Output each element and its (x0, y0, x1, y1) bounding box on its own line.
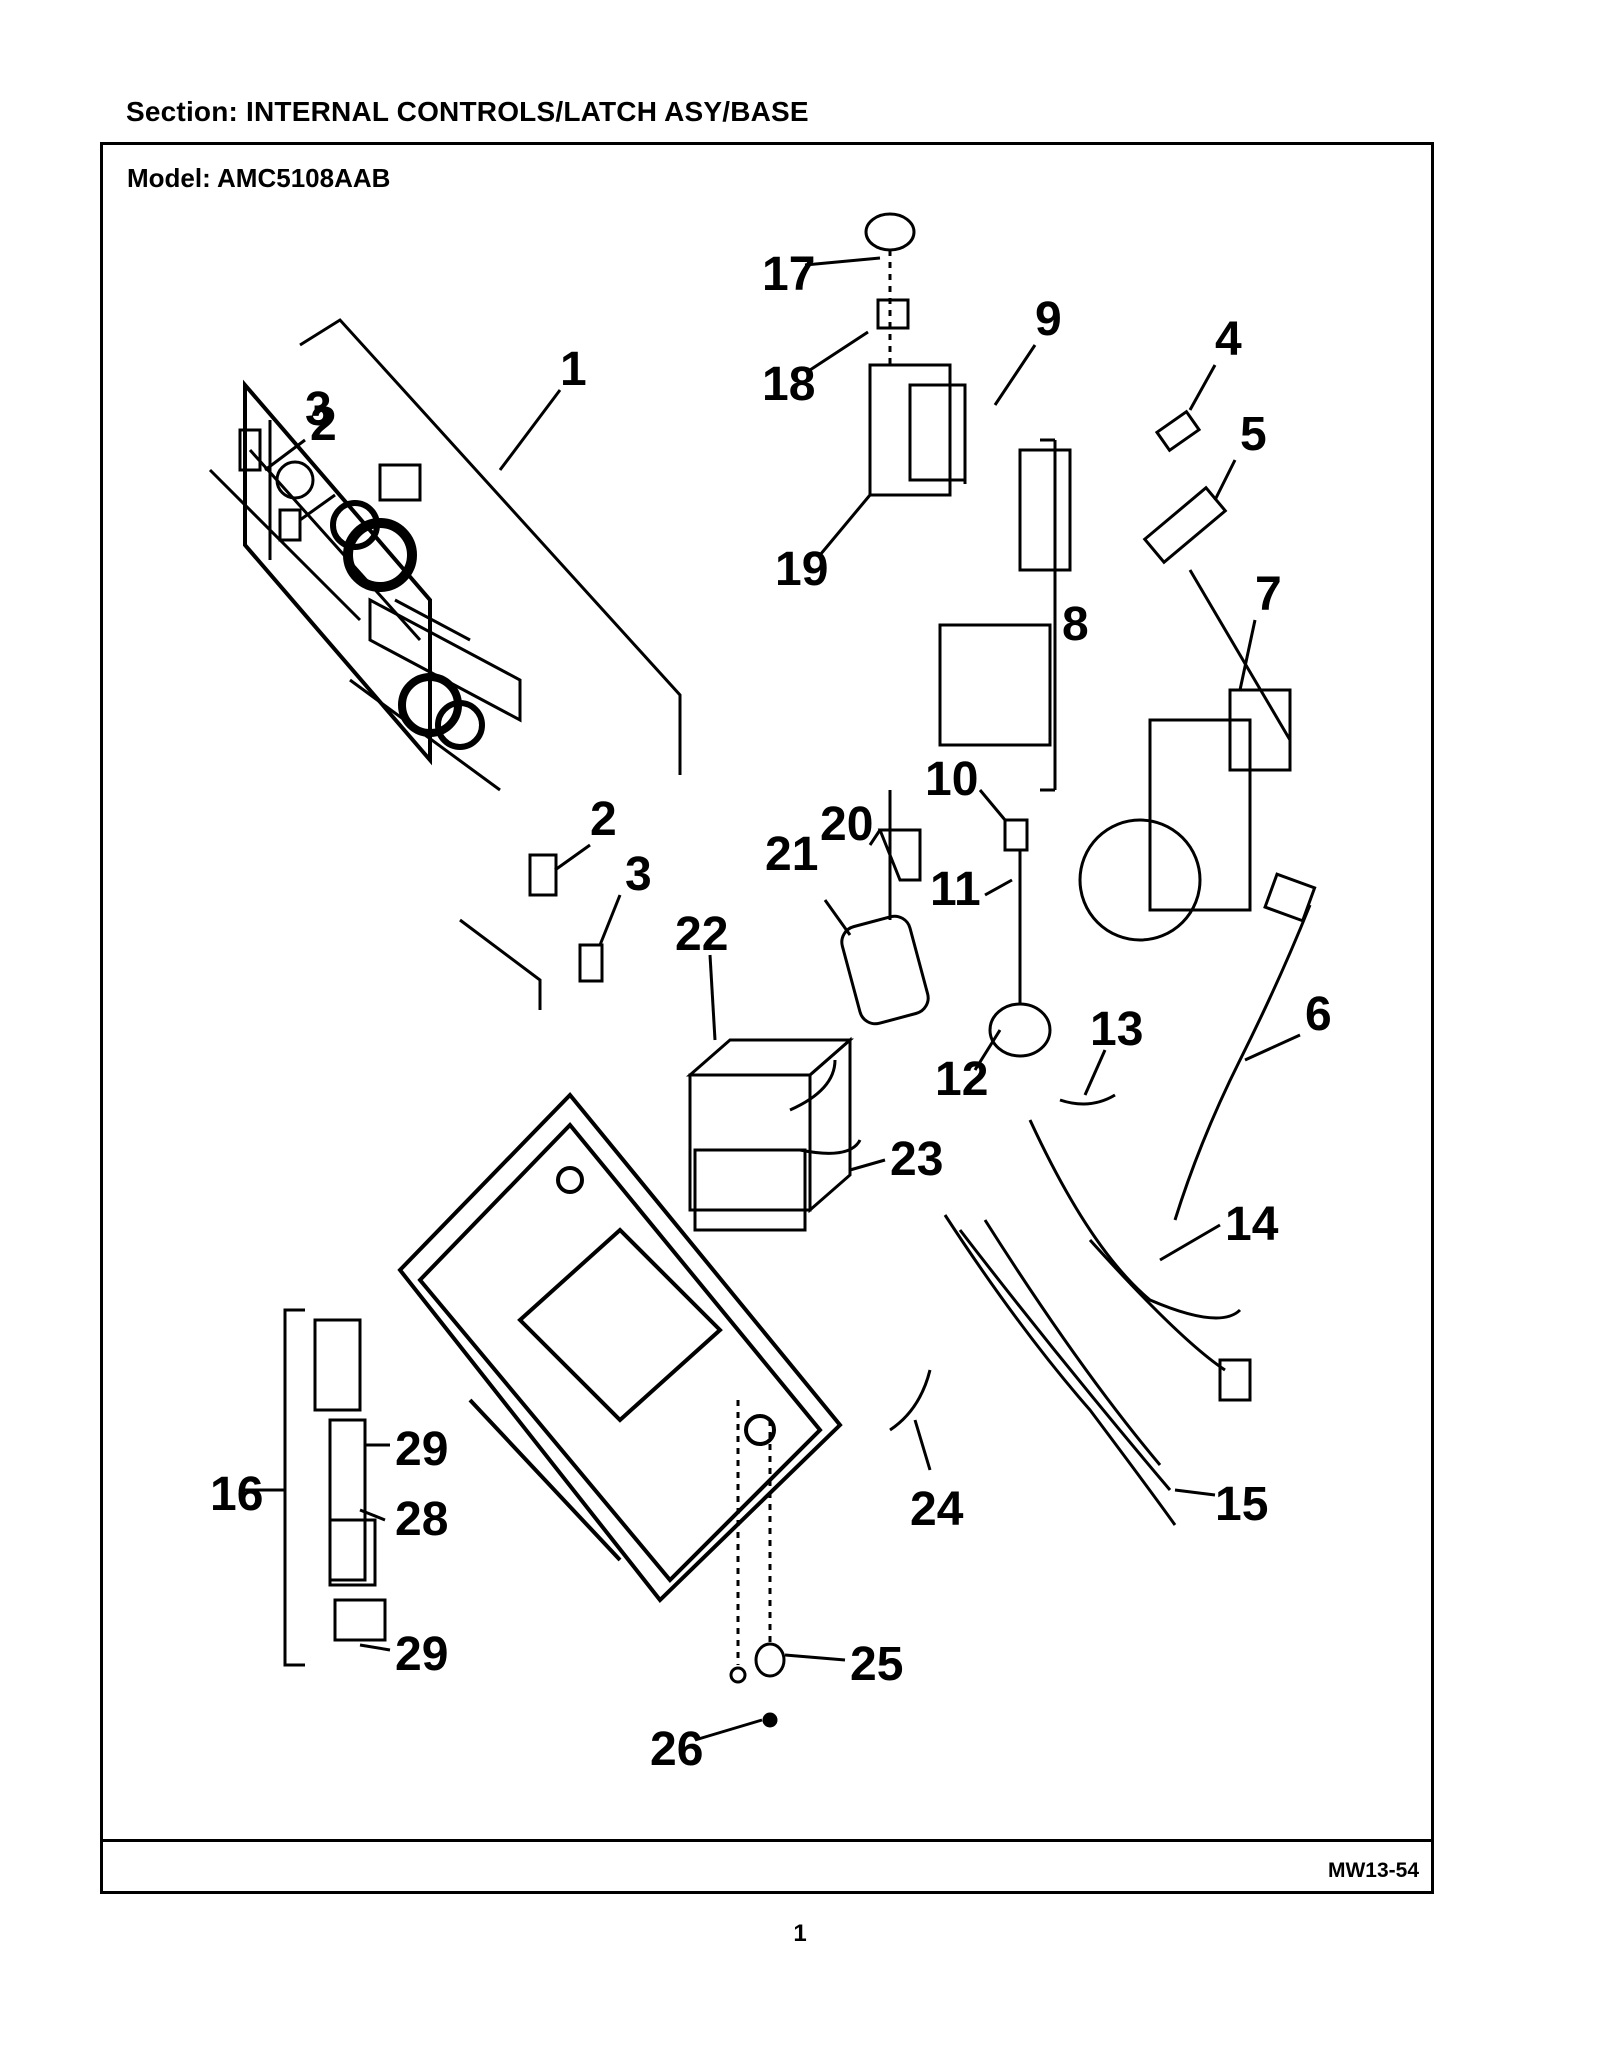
callout-29-top: 29 (395, 1423, 448, 1476)
transformer-part (686, 1036, 862, 1232)
diagram-code: MW13-54 (1327, 1859, 1419, 1882)
callout-26: 26 (650, 1723, 703, 1776)
callout-18: 18 (762, 358, 815, 411)
turntable-motor-part (988, 818, 1052, 1058)
fuse-part (1142, 409, 1228, 565)
callout-10: 10 (925, 753, 978, 806)
base-plate-part (397, 1091, 843, 1603)
wire-harness-14-part (1028, 1119, 1252, 1402)
callout-17: 17 (762, 248, 815, 301)
fan-motor-part (1078, 569, 1292, 942)
callout-6: 6 (1305, 988, 1332, 1041)
power-cord-part (1173, 872, 1317, 1221)
capacitor-bracket-part (938, 430, 1072, 792)
callout-2-top: 2 (310, 398, 337, 451)
callout-16: 16 (210, 1468, 263, 1521)
model-label: Model: AMC5108AAB (127, 163, 391, 193)
callout-21: 21 (765, 828, 818, 881)
wire-24-part (889, 1369, 932, 1432)
callout-5: 5 (1240, 408, 1267, 461)
callout-23: 23 (890, 1133, 943, 1186)
callout-15: 15 (1215, 1478, 1268, 1531)
wire-harness-15-part (943, 1214, 1177, 1526)
callout-22: 22 (675, 908, 728, 961)
interlock-switch-bottom (459, 853, 604, 1010)
callout-24: 24 (910, 1483, 964, 1536)
callout-3-top: 3 (305, 383, 332, 436)
hv-capacitor-part (840, 790, 930, 1026)
callout-13: 13 (1090, 1003, 1143, 1056)
callout-9: 9 (1035, 293, 1062, 346)
section-title: Section: INTERNAL CONTROLS/LATCH ASY/BAS… (126, 96, 809, 127)
callout-12: 12 (935, 1053, 988, 1106)
callout-2-bottom: 2 (590, 793, 617, 846)
callout-28: 28 (395, 1493, 448, 1546)
callout-1: 1 (560, 343, 587, 396)
callout-25: 25 (850, 1638, 903, 1691)
magnetron-part (864, 212, 967, 497)
frame-divider (103, 1839, 1431, 1842)
callout-8: 8 (1062, 598, 1089, 651)
callout-20: 20 (820, 798, 873, 851)
callout-4: 4 (1215, 313, 1242, 366)
callout-19: 19 (775, 543, 828, 596)
leader-lines (245, 256, 1301, 1742)
callout-11: 11 (930, 863, 981, 916)
control-bracket-part (243, 318, 682, 792)
diagram-frame: Model: AMC5108AAB MW13-54 (100, 142, 1434, 1894)
latch-assembly-part (283, 1308, 387, 1667)
foot-part (729, 1400, 786, 1728)
wire-13-part (1059, 1093, 1116, 1106)
callout-29-bottom: 29 (395, 1628, 448, 1681)
callout-7: 7 (1255, 568, 1282, 621)
page-number: 1 (793, 1920, 807, 1947)
callout-14: 14 (1225, 1198, 1279, 1251)
interlock-switch-top (208, 428, 362, 622)
callout-3-bottom: 3 (625, 848, 652, 901)
